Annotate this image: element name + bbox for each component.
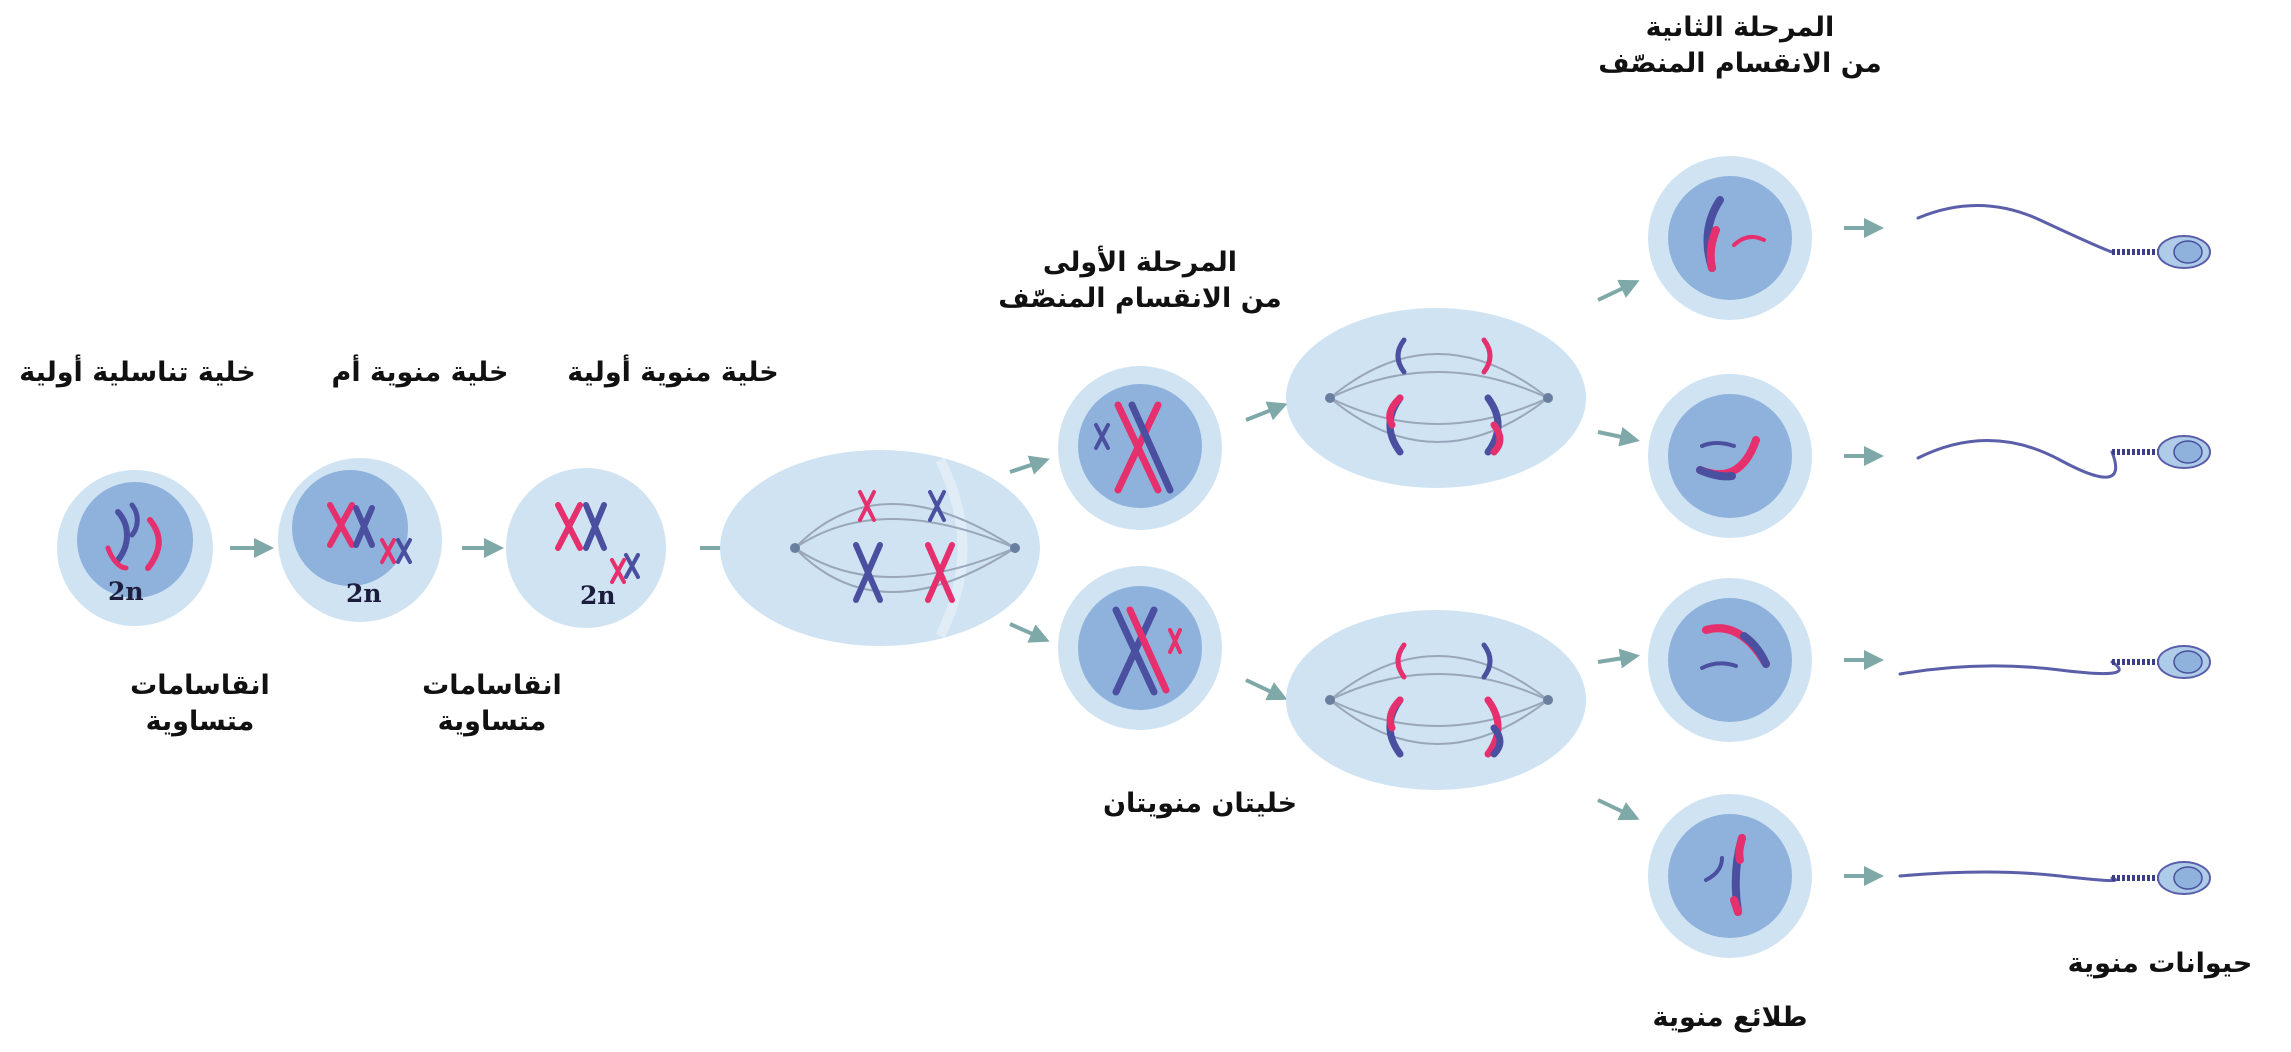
- label-mitosis-2-line1: انقاسامات: [422, 670, 562, 701]
- sperm-3: [1898, 645, 2211, 679]
- label-mitosis-1-line1: انقاسامات: [130, 670, 270, 701]
- label-mitosis-2-line2: متساوية: [437, 706, 547, 738]
- ploidy-label-2: 2n: [346, 579, 382, 608]
- dividing-cell-meiosis-2-top: [1286, 308, 1586, 488]
- spermatid-3: [1648, 578, 1812, 742]
- label-sperm: حيوانات منوية: [2067, 948, 2253, 979]
- ploidy-label-3: 2n: [580, 581, 616, 610]
- label-meiosis-1: المرحلة الأولى من الانقسام المنصّف: [990, 245, 1290, 318]
- label-secondary-spermatocytes: خليتان منويتان: [1102, 788, 1298, 819]
- arrow-9: [1597, 426, 1640, 447]
- arrow-6: [1245, 401, 1288, 422]
- primordial-germ-cell: 2n: [57, 470, 213, 626]
- sperm-4: [1898, 861, 2211, 895]
- arrow-8: [1597, 279, 1640, 302]
- label-meiosis-2: المرحلة الثانية من الانقسام المنصّف: [1590, 10, 1890, 83]
- label-meiosis-1-line2: من الانقسام المنصّف: [998, 283, 1282, 315]
- label-meiosis-2-line2: من الانقسام المنصّف: [1598, 48, 1882, 80]
- arrow-10: [1597, 648, 1640, 669]
- sperm-1: [1916, 204, 2211, 269]
- arrow-7: [1245, 678, 1288, 701]
- label-mitosis-2: انقاسامات متساوية: [412, 668, 572, 741]
- dividing-cell-meiosis-2-bottom: [1286, 610, 1586, 790]
- dividing-cell-meiosis-1: [720, 450, 1040, 646]
- ploidy-label-1: 2n: [108, 577, 144, 606]
- sperm-2: [1916, 435, 2211, 479]
- arrow-11: [1597, 798, 1640, 821]
- label-mitosis-1: انقاسامات متساوية: [120, 668, 280, 741]
- label-meiosis-2-line1: المرحلة الثانية: [1645, 12, 1835, 43]
- label-spermatogonium: خلية منوية أم: [331, 357, 509, 388]
- arrow-4: [1009, 455, 1050, 475]
- spermatogonium-cell: 2n: [278, 458, 442, 622]
- secondary-spermatocyte-top: [1058, 366, 1222, 530]
- spermatid-1: [1648, 156, 1812, 320]
- arrow-5: [1009, 622, 1050, 643]
- label-meiosis-1-line1: المرحلة الأولى: [1042, 247, 1238, 278]
- spermatid-2: [1648, 374, 1812, 538]
- label-primary-spermatocyte: خلية منوية أولية: [567, 357, 779, 388]
- primary-spermatocyte-cell: 2n: [506, 468, 666, 628]
- label-spermatids: طلائع منوية: [1652, 1002, 1808, 1033]
- secondary-spermatocyte-bottom: [1058, 566, 1222, 730]
- spermatid-4: [1648, 794, 1812, 958]
- label-mitosis-1-line2: متساوية: [145, 706, 255, 738]
- label-primordial-germ-cell: خلية تناسلية أولية: [19, 357, 256, 388]
